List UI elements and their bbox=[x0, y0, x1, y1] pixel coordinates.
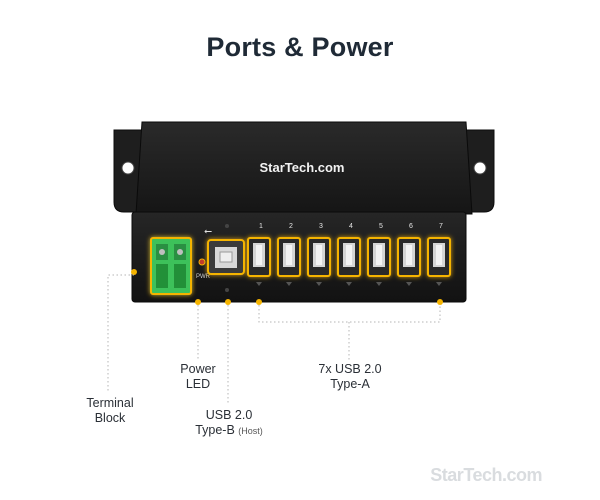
usb-a-label: 7x USB 2.0 Type-A bbox=[318, 362, 382, 391]
usb-a-port-1 bbox=[247, 237, 271, 277]
power-led-label: Power LED bbox=[180, 362, 216, 391]
usb-a-port-2 bbox=[277, 237, 301, 277]
port-number-3: 3 bbox=[319, 223, 323, 230]
port-number-4: 4 bbox=[349, 223, 353, 230]
usb-a-port-group: 1 2 3 4 5 6 7 bbox=[247, 223, 451, 286]
usb-a-port-4 bbox=[337, 237, 361, 277]
usb-a-port-6 bbox=[397, 237, 421, 277]
usb-icon: ⭠ bbox=[204, 226, 212, 237]
usb-a-port-3 bbox=[307, 237, 331, 277]
port-number-1: 1 bbox=[259, 223, 263, 230]
port-number-2: 2 bbox=[289, 223, 293, 230]
usb-b-port bbox=[207, 239, 245, 275]
port-number-5: 5 bbox=[379, 223, 383, 230]
usb-b-label: USB 2.0 Type-B (Host) bbox=[195, 408, 263, 437]
hub-top-face bbox=[135, 121, 473, 215]
right-mounting-flange bbox=[465, 129, 495, 213]
usb-a-port-5 bbox=[367, 237, 391, 277]
usb-a-port-7 bbox=[427, 237, 451, 277]
callout-leader-lines bbox=[107, 274, 441, 404]
page-title: Ports & Power bbox=[206, 32, 394, 62]
brand-logo: StarTech.com bbox=[259, 160, 344, 175]
terminal-block bbox=[150, 237, 192, 295]
terminal-block-label: Terminal Block bbox=[86, 396, 134, 425]
pwr-label: PWR bbox=[196, 274, 211, 280]
port-number-7: 7 bbox=[439, 223, 443, 230]
left-mounting-flange bbox=[113, 129, 143, 213]
watermark-logo: StarTech.com bbox=[430, 465, 542, 485]
callout-markers bbox=[131, 269, 443, 305]
port-number-6: 6 bbox=[409, 223, 413, 230]
power-led bbox=[198, 258, 206, 266]
